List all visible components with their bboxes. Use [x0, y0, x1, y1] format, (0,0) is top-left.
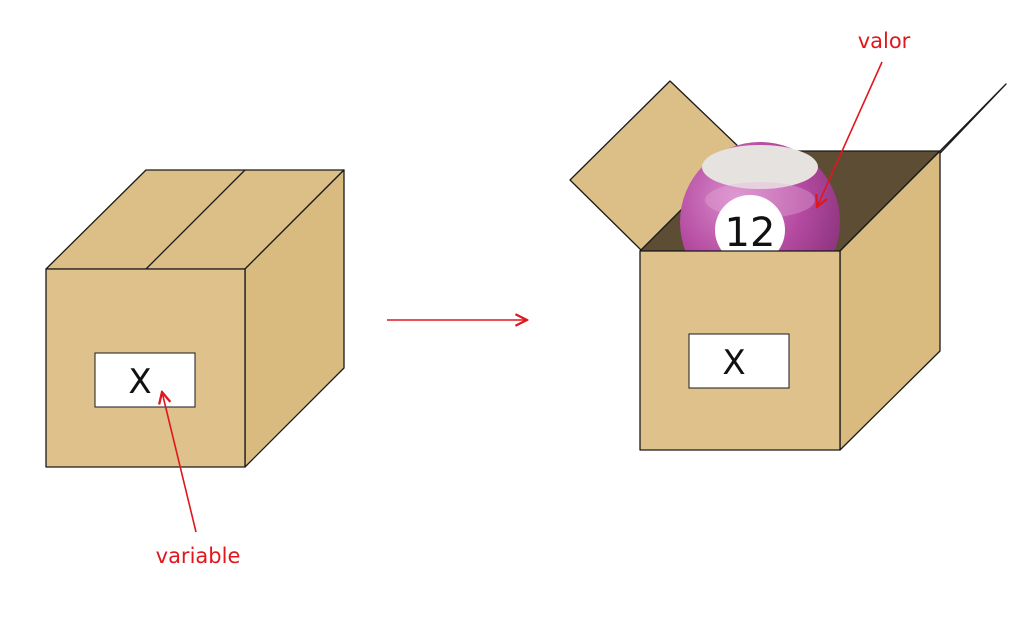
closed-box-label-card [94, 352, 196, 408]
closed-box: X [45, 169, 345, 468]
ball: 12 [680, 142, 840, 256]
value-pointer-arrow [817, 61, 883, 207]
closed-box-label: X [128, 362, 151, 402]
variable-annotation: variable [156, 544, 241, 568]
open-box-label: X [722, 343, 745, 383]
value-annotation: valor [858, 29, 911, 53]
closed-box-tape-seam [145, 169, 246, 270]
open-box-label-card [688, 333, 790, 389]
ball-number-circle [715, 195, 785, 252]
ball-number: 12 [725, 210, 776, 256]
variable-pointer-arrow [162, 392, 197, 533]
open-box: 12 X [569, 80, 1007, 451]
ball-top-cap [702, 145, 818, 189]
